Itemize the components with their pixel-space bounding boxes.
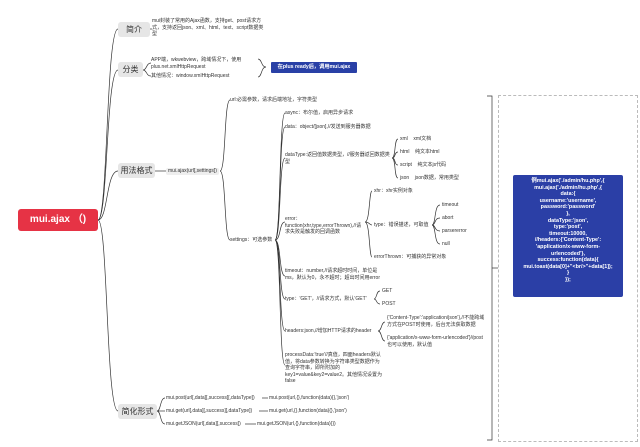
datatype-html: html 纯文本html xyxy=(400,149,440,155)
simplified-post-example: mui.post(url,{},function(data){},'json') xyxy=(269,395,350,401)
error-type-abort: abort xyxy=(442,215,454,221)
code-line: urlencoded'}, xyxy=(551,250,585,257)
category-intro: 简介 xyxy=(118,22,150,37)
category-usage: 用法格式 xyxy=(118,163,155,178)
simplified-getjson-example: mui.getJSON(url,{},function(data){}) xyxy=(257,421,336,427)
code-line: dataType:'json', xyxy=(547,217,589,224)
setting-error: error：function(xhr,type,errorThrown),//请… xyxy=(285,216,362,236)
intro-text: mui封装了常用的Ajax函数，支持get、post请求方式，支持返回json、… xyxy=(152,18,264,38)
error-type-timeout: timeout xyxy=(442,202,459,208)
error-thrown: errorThrown：可捕获的异常对象 xyxy=(374,254,447,260)
method-get: GET xyxy=(382,288,393,294)
header-json: {'Content-Type':'application/json'},//不能… xyxy=(387,315,485,328)
simplified-post: mui.post(url[,data][,success][,dataType]… xyxy=(166,395,255,401)
code-line: 例mui.ajax('./admin/hu.php',{ xyxy=(531,178,605,184)
error-type-parsererror: parsererror xyxy=(442,228,467,234)
classify-app: APP端，wkwebview，跨域情况下，使用plus.net.xmlHttpR… xyxy=(151,57,242,70)
code-frame xyxy=(498,95,638,442)
code-line: 'application/x-www-form- xyxy=(535,243,601,250)
root-node: mui.ajax （) xyxy=(18,209,98,231)
datatype-xml: xml xml文档 xyxy=(400,136,432,142)
error-type-null: null xyxy=(442,241,450,247)
code-line: }); xyxy=(565,276,571,283)
code-line: success:function(data){ xyxy=(537,257,599,264)
code-line: timeout:10000, xyxy=(549,230,587,237)
code-line: //headers:{'Content-Type': xyxy=(534,237,602,244)
simplified-getjson: mui.getJSON(url[,data][,success]) xyxy=(166,421,241,427)
code-example: 例mui.ajax('./admin/hu.php',{ mui.ajax('.… xyxy=(513,175,623,297)
code-line: username:'username', xyxy=(539,197,597,204)
datatype-json: json json数据，常用类型 xyxy=(400,175,459,181)
setting-processdata: processData:'true'//真值，四面headers默认值，将dat… xyxy=(285,352,382,385)
simplified-get: mui.get(url[,data][,success][,dataType]) xyxy=(166,408,253,414)
code-line: password:'password' xyxy=(540,204,596,211)
method-post: POST xyxy=(382,301,396,307)
code-line: }, xyxy=(566,210,570,217)
usage-main: mui.ajax(url[,settings]) xyxy=(166,168,219,175)
category-classify: 分类 xyxy=(118,62,143,77)
simplified-get-example: mui.get(url,{},function(data){},'json') xyxy=(269,408,347,414)
code-line: } xyxy=(566,270,570,277)
setting-data: data：object/[json],//发送到服务器数据 xyxy=(285,124,371,130)
setting-async: async：布尔值，启用异步请求 xyxy=(285,110,354,116)
code-line: type:'post', xyxy=(553,224,583,231)
setting-datatype: dataType:返回值数据类型，//服务器返回数据类型 xyxy=(285,152,390,165)
plus-ready-badge: 在plus ready后，调用mui.ajax xyxy=(271,62,357,73)
setting-headers: headers:json,//增加HTTP请求的header xyxy=(285,328,372,334)
url-desc: url:必需参数，请求后端地址，字符类型 xyxy=(230,97,317,103)
settings-label: settings：可选参数 xyxy=(230,237,273,243)
error-type: type：错误描述，可取值 xyxy=(374,222,429,228)
code-line: data:{ xyxy=(560,191,576,198)
classify-other: 其他情况：window.xmlHttpRequest xyxy=(151,73,230,79)
setting-timeout: timeout：number,//请求超时时间，单位是ms，默认为0，永不超时；… xyxy=(285,268,381,281)
setting-type: type：'GET'，//请求方式，默认'GET' xyxy=(285,296,367,302)
error-xhr: xhr：xhr实例对象 xyxy=(374,188,413,194)
header-urlencoded: {'application/x-www-form-urlencoded'}//p… xyxy=(387,335,483,348)
category-simplified: 简化形式 xyxy=(118,404,157,419)
code-line: mui.toast(data[0]+"<br/>"+data[1]); xyxy=(523,263,613,270)
code-line: mui.ajax('./admin/hu.php',{ xyxy=(534,184,602,191)
datatype-script: script 纯文本js代码 xyxy=(400,162,447,168)
